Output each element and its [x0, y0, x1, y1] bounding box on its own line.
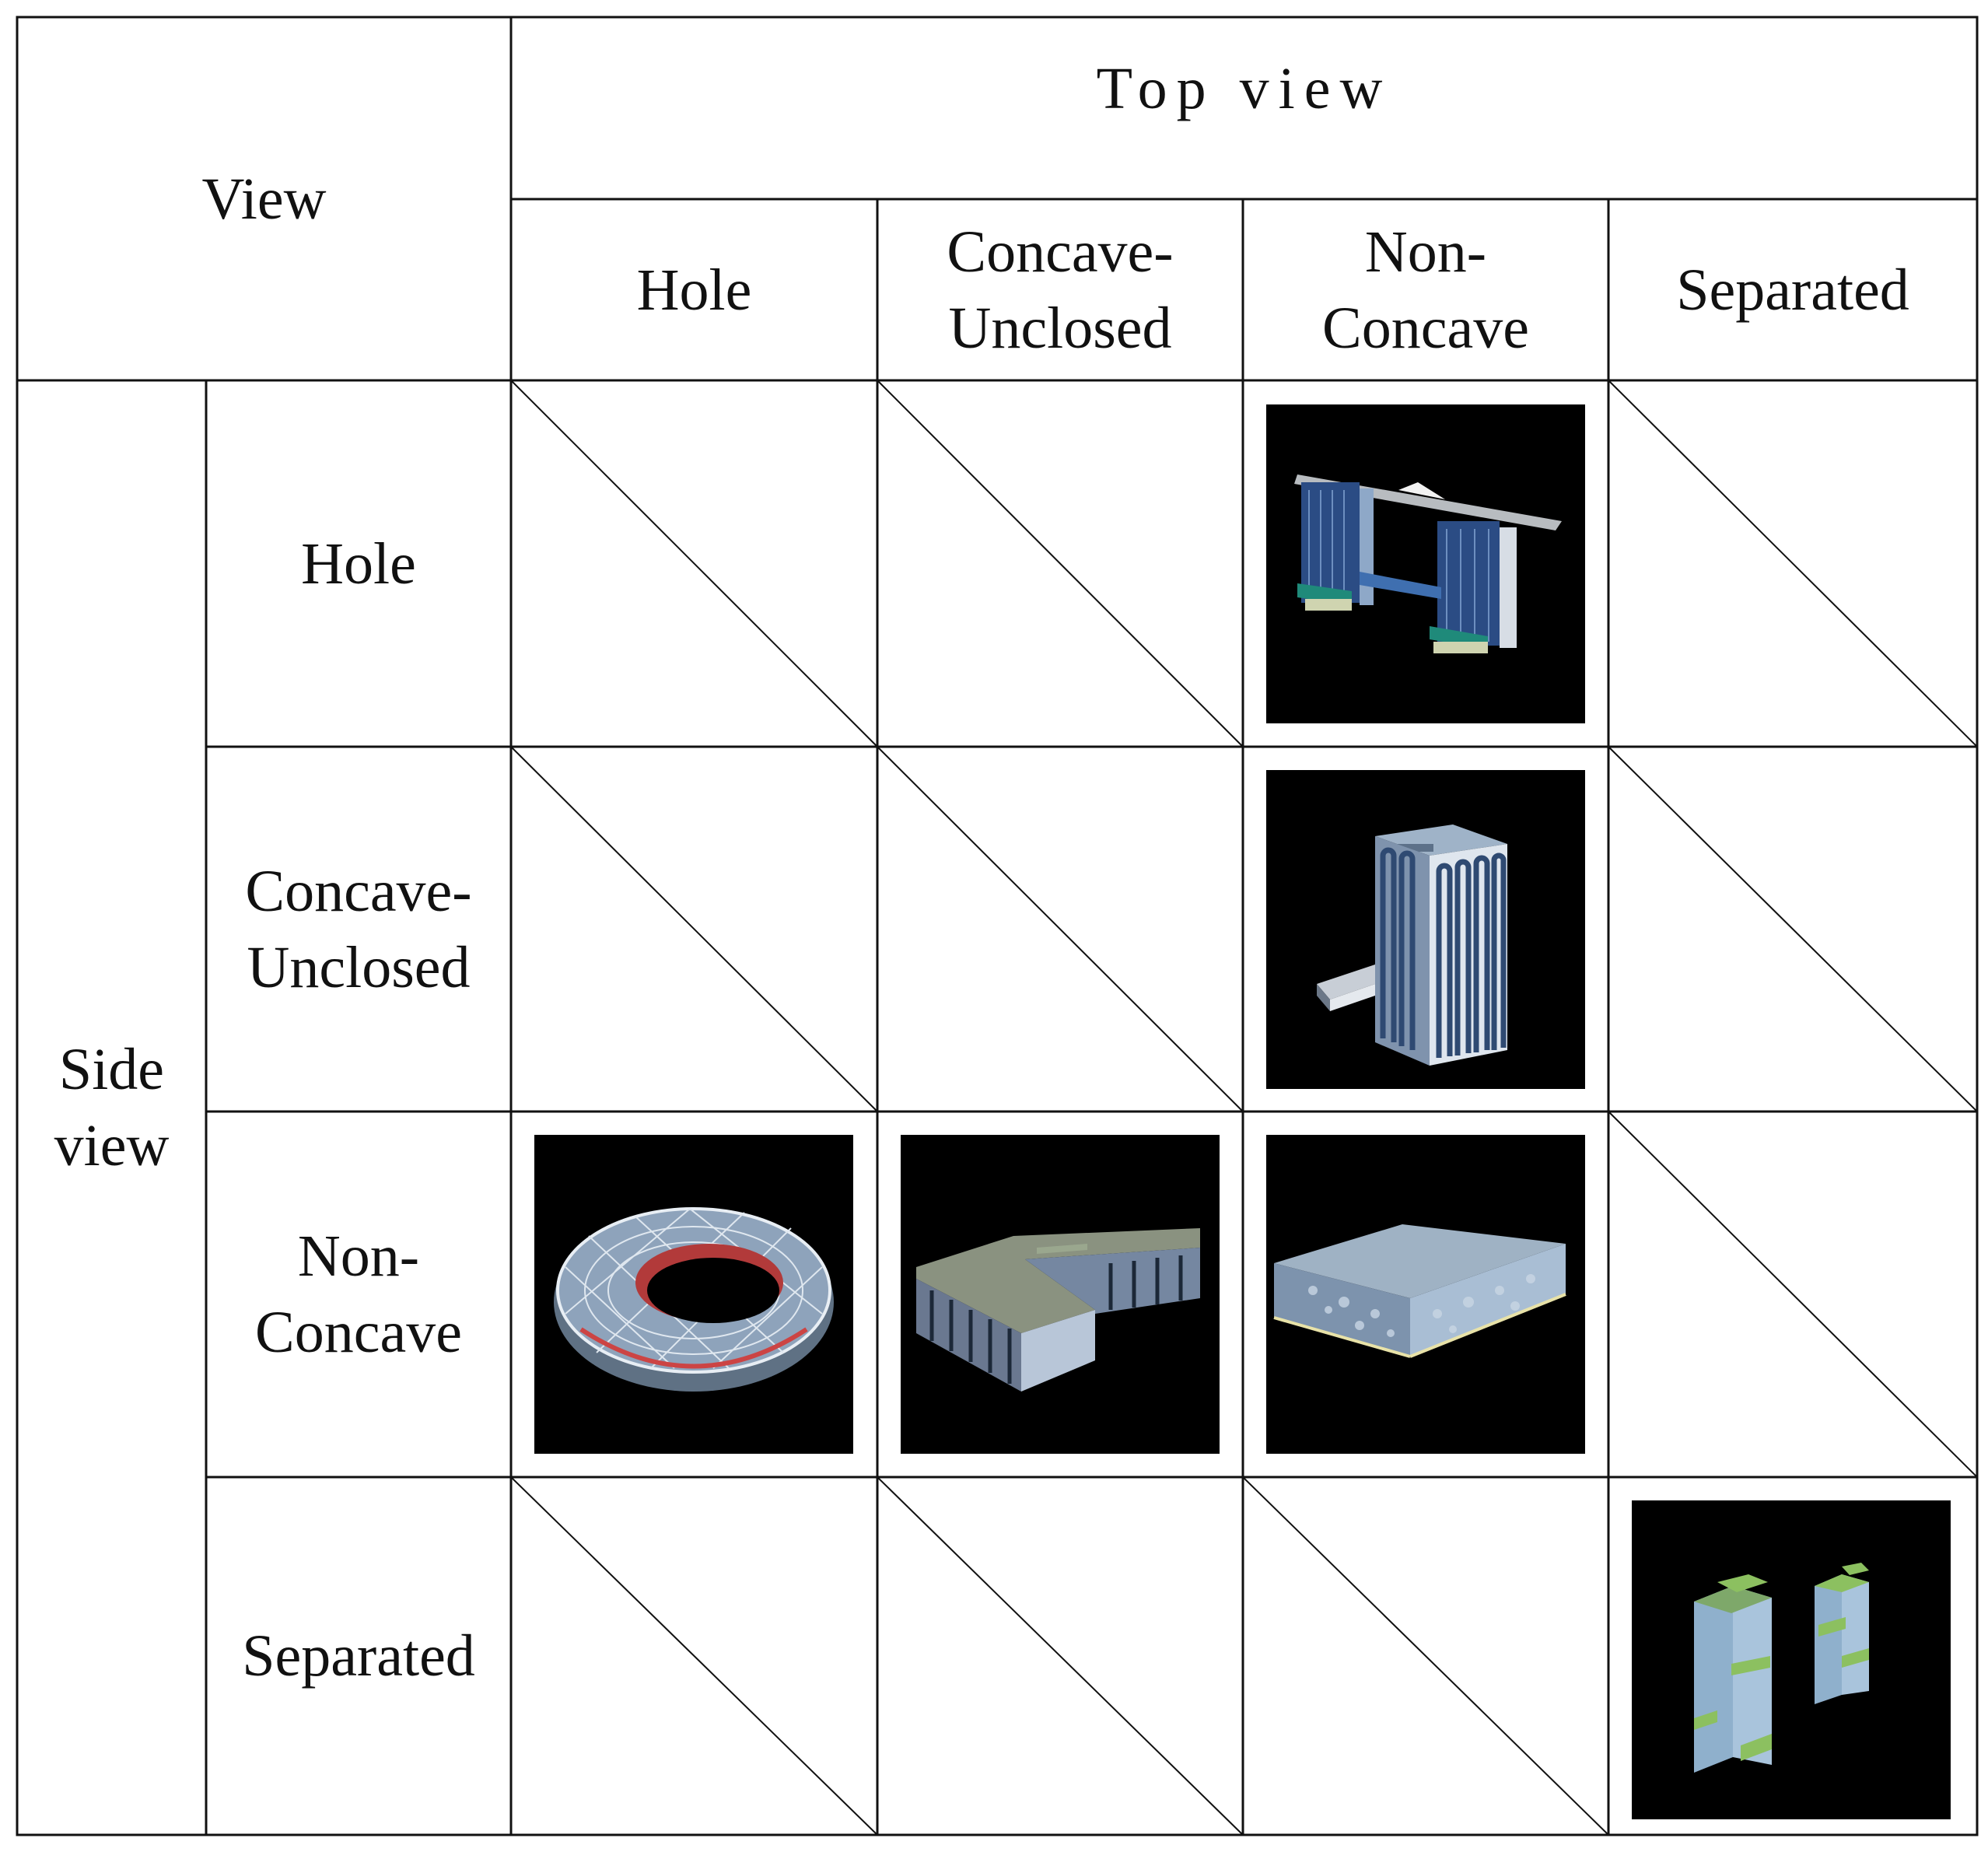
side-view-header-text: Side view	[54, 1037, 170, 1178]
column-header-text: Hole	[636, 257, 752, 323]
row-header-separated: Separated	[206, 1477, 511, 1835]
column-header-text: Concave- Unclosed	[947, 219, 1174, 361]
row-header-hole: Hole	[206, 380, 511, 747]
column-header-hole: Hole	[511, 199, 877, 380]
row-header-text: Concave- Unclosed	[245, 858, 472, 1000]
flat-box-building-image	[1266, 1135, 1585, 1454]
column-header-non-concave: Non- Concave	[1243, 199, 1608, 380]
corner-label-text: View	[201, 166, 327, 232]
empty-cell-diagonal	[1242, 1476, 1609, 1836]
side-view-header: Side view	[17, 380, 206, 1835]
empty-cell-diagonal	[1608, 380, 1978, 747]
empty-cell-diagonals	[510, 380, 1978, 1836]
row-header-text: Hole	[301, 530, 416, 597]
stadium-bowl-image	[534, 1135, 853, 1454]
row-header-text: Separated	[242, 1623, 475, 1689]
row-header-concave-unclosed: Concave- Unclosed	[206, 747, 511, 1112]
arched-tower-with-podium-image	[1266, 770, 1585, 1089]
column-header-text: Separated	[1676, 257, 1909, 323]
l-shaped-building-image	[901, 1135, 1220, 1454]
column-header-concave-unclosed: Concave- Unclosed	[877, 199, 1243, 380]
column-header-separated: Separated	[1608, 199, 1977, 380]
empty-cell-diagonal	[510, 746, 878, 1112]
empty-cell-diagonal	[1608, 746, 1978, 1112]
empty-cell-diagonal	[510, 1476, 878, 1836]
empty-cell-diagonal	[877, 746, 1244, 1112]
top-view-header-text: Top view	[1096, 56, 1392, 121]
row-header-non-concave: Non- Concave	[206, 1112, 511, 1477]
corner-label: View	[17, 17, 511, 380]
top-view-header: Top view	[511, 17, 1977, 199]
empty-cell-diagonal	[877, 1476, 1244, 1836]
twin-separated-towers-image	[1632, 1500, 1951, 1819]
row-header-text: Non- Concave	[255, 1224, 462, 1365]
empty-cell-diagonal	[1608, 1111, 1978, 1478]
empty-cell-diagonal	[510, 380, 878, 747]
empty-cell-diagonal	[877, 380, 1244, 747]
column-header-text: Non- Concave	[1322, 219, 1529, 361]
hotel-twin-towers-bridge-image	[1266, 404, 1585, 723]
